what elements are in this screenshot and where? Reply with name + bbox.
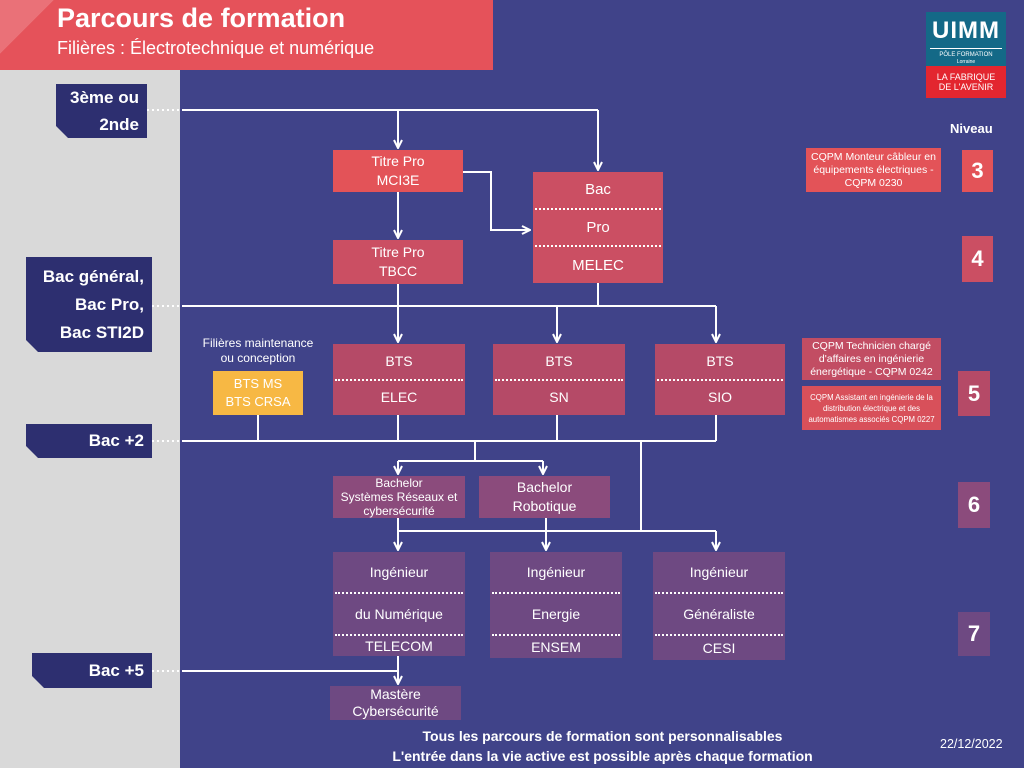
- entry-tag-line: Bac +2: [88, 431, 144, 450]
- box-segment: ELEC: [335, 378, 463, 416]
- cqpm-line: CQPM Monteur câbleur en: [811, 150, 936, 163]
- box-bachelor-robotique: Bachelor Robotique: [479, 476, 610, 518]
- entry-tag-3eme-2nde: 3ème ou 2nde: [56, 84, 147, 138]
- note-line: ou conception: [220, 351, 296, 365]
- box-line: BTS MS: [233, 376, 283, 391]
- level-badge-4: 4: [962, 236, 993, 282]
- level-badge-6: 6: [958, 482, 990, 528]
- box-bts-sio: BTS SIO: [655, 344, 785, 415]
- box-segment: Généraliste: [655, 592, 783, 634]
- box-line: Cybersécurité: [352, 703, 439, 719]
- box-line: MCI3E: [376, 172, 420, 188]
- entry-tag-line: Bac STI2D: [59, 322, 144, 342]
- logo-top-block: UIMM PÔLE FORMATION Lorraine: [926, 12, 1006, 66]
- box-line: cybersécurité: [363, 504, 435, 518]
- box-line: Bachelor: [516, 479, 573, 495]
- level-badge-3: 3: [962, 150, 993, 192]
- box-line: Titre Pro: [371, 153, 425, 169]
- box-segment: Ingénieur: [526, 563, 586, 580]
- entry-tag-line: Bac +5: [88, 660, 144, 680]
- flow-line: [398, 441, 543, 462]
- cqpm-line: équipements électriques -: [813, 163, 934, 176]
- box-segment: SIO: [657, 378, 783, 416]
- entry-tag-line: 2nde: [99, 115, 139, 134]
- box-line: Bachelor: [375, 476, 423, 490]
- cqpm-line: d'affaires en ingénierie: [818, 352, 925, 365]
- logo-name: UIMM: [932, 17, 1000, 44]
- box-bts-maintenance: BTS MS BTS CRSA: [213, 371, 303, 415]
- cqpm-line: CQPM Technicien chargé: [812, 339, 931, 352]
- flow-arrow: [463, 171, 530, 230]
- footer-line2: L'entrée dans la vie active est possible…: [392, 748, 813, 764]
- logo-divider: [930, 48, 1002, 49]
- box-segment: BTS: [706, 352, 734, 369]
- logo-line2: Lorraine: [956, 59, 976, 65]
- box-segment: Energie: [492, 592, 620, 634]
- logo-line1: PÔLE FORMATION: [939, 52, 993, 58]
- box-mastere-cybersecurite: Mastère Cybersécurité: [330, 686, 461, 720]
- logo-tagline1: LA FABRIQUE: [936, 72, 996, 82]
- box-bachelor-systemes-reseaux: Bachelor Systèmes Réseaux et cybersécuri…: [333, 476, 465, 518]
- box-segment: BTS: [385, 352, 413, 369]
- box-segment: SN: [495, 378, 623, 416]
- box-bts-sn: BTS SN: [493, 344, 625, 415]
- box-ingenieur-telecom: Ingénieur du Numérique TELECOM: [333, 552, 465, 656]
- footer-note: Tous les parcours de formation sont pers…: [300, 726, 905, 766]
- box-segment: ENSEM: [492, 634, 620, 658]
- cqpm-line: automatismes associés CQPM 0227: [808, 414, 935, 424]
- cqpm-0230-box: CQPM Monteur câbleur en équipements élec…: [806, 148, 941, 192]
- box-segment: Ingénieur: [689, 563, 749, 580]
- box-segment: du Numérique: [335, 592, 463, 634]
- box-line: Robotique: [512, 498, 577, 514]
- header-banner: Parcours de formation Filières : Électro…: [0, 0, 493, 70]
- entry-tag-line: 3ème ou: [70, 88, 139, 107]
- box-segment: CESI: [655, 634, 783, 660]
- box-segment: TELECOM: [335, 634, 463, 656]
- box-line: BTS CRSA: [225, 394, 291, 409]
- level-badge-5: 5: [958, 371, 990, 416]
- box-segment: Pro: [535, 207, 661, 246]
- page-subtitle: Filières : Électrotechnique et numérique: [57, 38, 375, 58]
- entry-tag-line: Bac général,: [42, 266, 144, 286]
- box-titre-pro-mci3e: Titre Pro MCI3E: [333, 150, 463, 192]
- logo-tagline-block: LA FABRIQUE DE L'AVENIR: [926, 66, 1006, 98]
- cqpm-line: CQPM 0230: [844, 176, 903, 189]
- cqpm-0242-box: CQPM Technicien chargé d'affaires en ing…: [802, 338, 941, 380]
- maintenance-note: Filières maintenance ou conception: [198, 336, 318, 366]
- box-ingenieur-cesi: Ingénieur Généraliste CESI: [653, 552, 785, 660]
- entry-tag-bac: Bac général, Bac Pro, Bac STI2D: [26, 257, 152, 352]
- box-bts-elec: BTS ELEC: [333, 344, 465, 415]
- box-segment: Bac: [585, 181, 611, 199]
- note-line: Filières maintenance: [202, 336, 314, 350]
- footer-line1: Tous les parcours de formation sont pers…: [422, 728, 783, 744]
- logo-tagline2: DE L'AVENIR: [938, 82, 994, 92]
- entry-tag-line: Bac Pro,: [75, 294, 144, 314]
- box-segment: MELEC: [535, 245, 661, 283]
- box-line: Titre Pro: [371, 244, 425, 260]
- entry-tag-bac5: Bac +5: [32, 653, 152, 688]
- box-segment: BTS: [545, 352, 573, 369]
- cqpm-line: énergétique - CQPM 0242: [810, 365, 933, 378]
- box-line: Systèmes Réseaux et: [340, 490, 458, 504]
- entry-tag-bac2: Bac +2: [26, 424, 152, 458]
- box-titre-pro-tbcc: Titre Pro TBCC: [333, 240, 463, 284]
- box-ingenieur-ensem: Ingénieur Energie ENSEM: [490, 552, 622, 658]
- niveau-label: Niveau: [950, 121, 993, 136]
- cqpm-line: CQPM Assistant en ingénierie de la: [810, 392, 933, 402]
- cqpm-line: distribution électrique et des: [822, 403, 921, 413]
- flow-line: [398, 441, 716, 532]
- box-bac-pro-melec: Bac Pro MELEC: [533, 172, 663, 283]
- box-line: Mastère: [370, 686, 421, 702]
- slide-date: 22/12/2022: [940, 737, 1003, 751]
- box-line: TBCC: [378, 263, 418, 279]
- level-badge-7: 7: [958, 612, 990, 656]
- cqpm-0227-box: CQPM Assistant en ingénierie de la distr…: [802, 386, 941, 430]
- box-segment: Ingénieur: [369, 563, 429, 580]
- page-title: Parcours de formation: [57, 3, 346, 33]
- uimm-logo: UIMM PÔLE FORMATION Lorraine LA FABRIQUE…: [926, 12, 1006, 98]
